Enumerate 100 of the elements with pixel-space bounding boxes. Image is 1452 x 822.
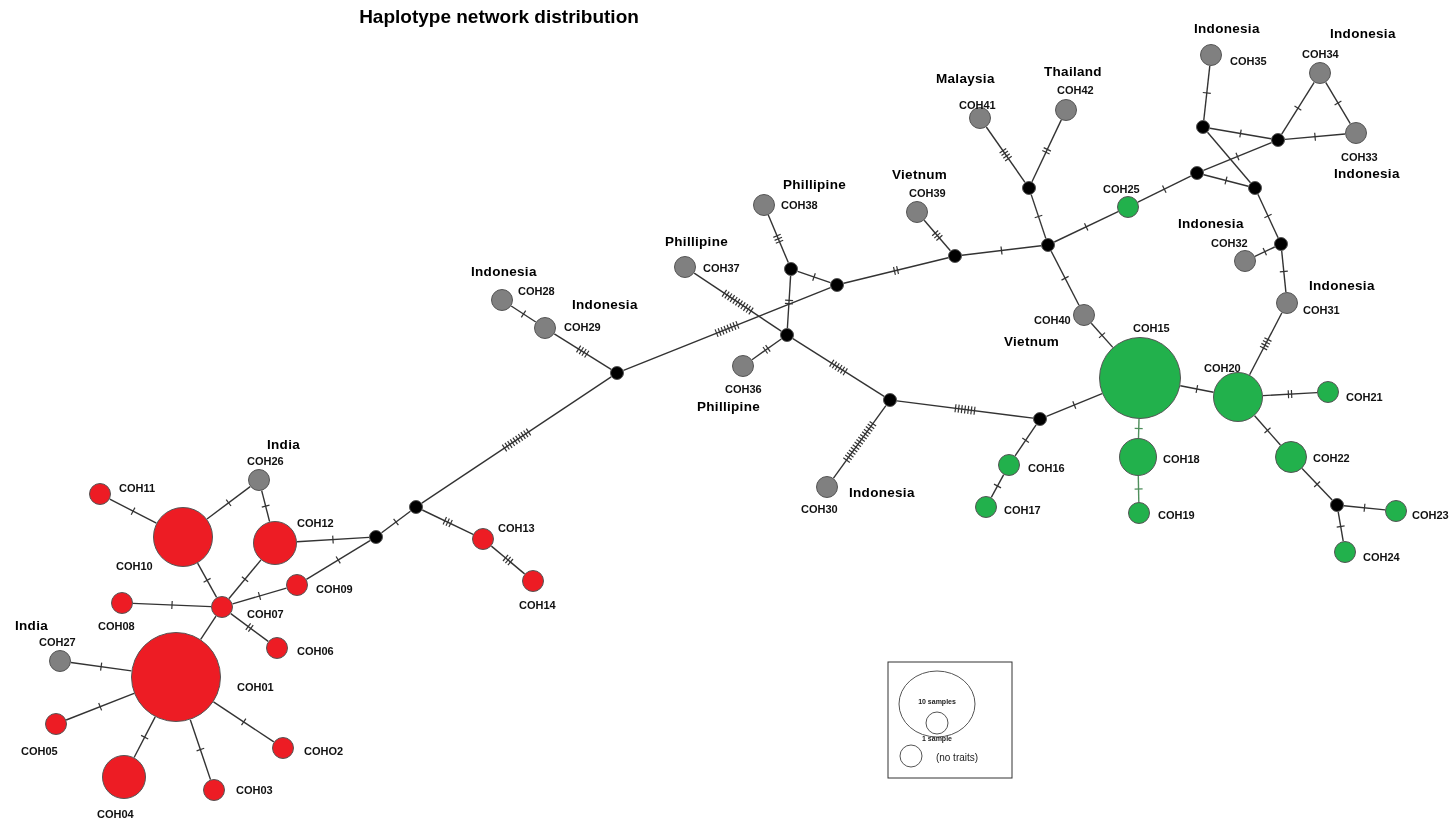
haplotype-label: COH31: [1303, 304, 1340, 316]
network-link: [1202, 141, 1273, 172]
country-label: Phillipine: [697, 398, 760, 414]
haplotype-label: COH09: [316, 583, 353, 595]
haplotype-label: COH04: [97, 808, 134, 820]
median-vector-dot: [1330, 498, 1344, 512]
haplotype-label: COH17: [1004, 504, 1041, 516]
network-link: [961, 245, 1042, 256]
network-link: [767, 214, 789, 264]
haplotype-label: COH40: [1034, 314, 1071, 326]
network-link: [1343, 505, 1386, 511]
country-label: Indonesia: [1309, 277, 1375, 293]
country-label: Malaysia: [936, 70, 995, 86]
network-link: [693, 272, 782, 332]
median-vector-dot: [610, 366, 624, 380]
haplotype-label: COH10: [116, 560, 153, 572]
network-link: [1090, 322, 1114, 349]
network-link: [792, 338, 885, 397]
country-label: Indonesia: [1194, 20, 1260, 36]
median-vector-dot: [1022, 181, 1036, 195]
network-link: [132, 602, 212, 608]
haplotype-label: COH38: [781, 199, 818, 211]
network-link: [896, 400, 1034, 419]
haplotype-label: COH35: [1230, 55, 1267, 67]
network-link: [196, 562, 218, 599]
network-link: [1203, 65, 1211, 121]
haplotype-label: COH06: [297, 645, 334, 657]
haplotype-label: COH27: [39, 636, 76, 648]
haplotype-label: COH20: [1204, 362, 1241, 374]
network-link: [985, 126, 1026, 183]
median-vector-dot: [1196, 120, 1210, 134]
median-vector-dot: [1248, 181, 1262, 195]
network-link: [380, 510, 412, 534]
network-link: [1179, 385, 1215, 393]
network-link: [1248, 312, 1283, 376]
network-link: [1254, 246, 1276, 257]
haplotype-label: COH03: [236, 784, 273, 796]
network-link: [843, 257, 949, 284]
network-link: [231, 587, 288, 605]
network-link: [1030, 193, 1047, 240]
haplotype-label: COH42: [1057, 84, 1094, 96]
country-label: India: [267, 436, 300, 452]
network-link: [1137, 418, 1140, 439]
network-link: [622, 286, 832, 372]
network-link: [70, 661, 133, 672]
country-label: India: [15, 617, 48, 633]
network-link: [305, 539, 371, 580]
network-link: [1053, 211, 1119, 243]
network-link: [796, 270, 832, 284]
network-link: [261, 490, 271, 523]
network-link: [1137, 475, 1140, 503]
median-vector-dot: [1041, 238, 1055, 252]
haplotype-label: COH13: [498, 522, 535, 534]
network-link: [296, 536, 370, 543]
haplotype-label: COH24: [1363, 551, 1400, 563]
network-link: [1325, 81, 1351, 125]
haplotype-label: COH22: [1313, 452, 1350, 464]
haplotype-label: COH15: [1133, 322, 1170, 334]
country-label: Indonesia: [1330, 25, 1396, 41]
haplotype-label: COH14: [519, 599, 556, 611]
haplotype-label: COH18: [1163, 453, 1200, 465]
country-label: Thailand: [1044, 63, 1102, 79]
network-link: [1337, 511, 1344, 542]
network-link: [751, 338, 782, 361]
haplotype-label: COH25: [1103, 183, 1140, 195]
network-link: [206, 485, 251, 520]
network-link: [1045, 392, 1103, 417]
network-link: [200, 615, 217, 641]
network-link: [109, 498, 158, 524]
legend-label: (no traits): [935, 751, 979, 763]
network-link: [786, 275, 792, 329]
haplotype-label: COH05: [21, 745, 58, 757]
median-vector-dot: [1033, 412, 1047, 426]
diagram-title: Haplotype network distribution: [358, 6, 640, 28]
median-vector-dot: [830, 278, 844, 292]
network-link: [923, 219, 952, 252]
haplotype-label: COH36: [725, 383, 762, 395]
median-vector-dot: [883, 393, 897, 407]
network-link: [553, 333, 612, 370]
network-link: [1206, 131, 1252, 184]
haplotype-label: COH29: [564, 321, 601, 333]
median-vector-dot: [369, 530, 383, 544]
network-link: [510, 305, 537, 323]
median-vector-dot: [1190, 166, 1204, 180]
median-vector-dot: [784, 262, 798, 276]
country-label: Indonesia: [572, 296, 638, 312]
network-link: [1262, 391, 1318, 397]
network-link: [421, 509, 474, 535]
country-label: Vietnum: [1004, 333, 1060, 349]
median-vector-dot: [780, 328, 794, 342]
network-link: [1031, 119, 1062, 183]
haplotype-label: COH16: [1028, 462, 1065, 474]
network-link: [1284, 133, 1346, 141]
network-link: [1253, 415, 1282, 446]
network-link: [1050, 250, 1080, 306]
median-vector-dot: [1274, 237, 1288, 251]
network-link: [490, 545, 526, 575]
haplotype-label: COHO2: [304, 745, 344, 757]
network-link: [1281, 250, 1287, 293]
haplotype-label: COH28: [518, 285, 555, 297]
